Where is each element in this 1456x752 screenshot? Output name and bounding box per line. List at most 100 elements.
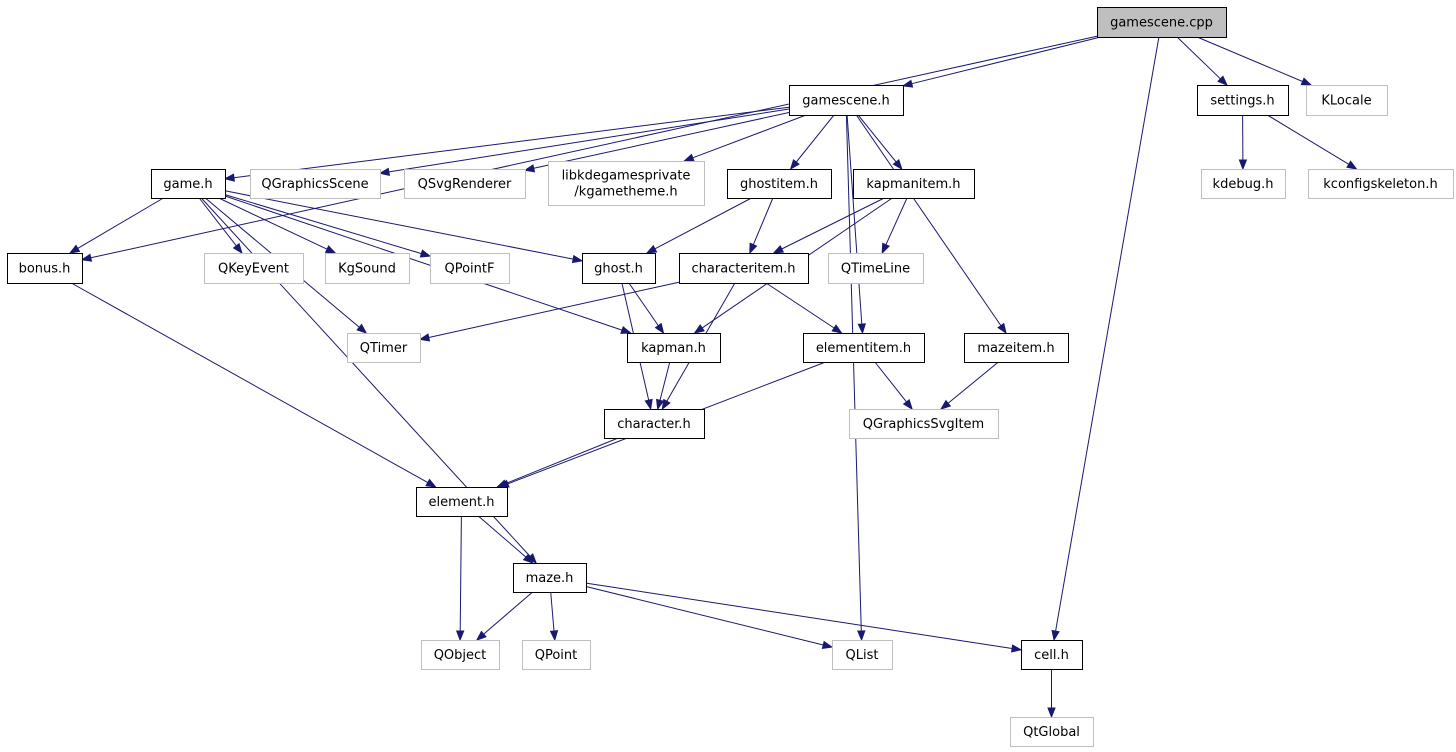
node-settings-h[interactable]: settings.h xyxy=(1197,85,1289,116)
node-qpoint[interactable]: QPoint xyxy=(522,640,591,670)
edge-kapman_h-to-character_h xyxy=(656,361,671,411)
node-character-h[interactable]: character.h xyxy=(604,409,705,439)
svg-text:QGraphicsSvgItem: QGraphicsSvgItem xyxy=(863,417,984,432)
node-qkeyevent[interactable]: QKeyEvent xyxy=(204,253,304,284)
svg-text:settings.h: settings.h xyxy=(1210,94,1274,109)
node-characteritem-h[interactable]: characteritem.h xyxy=(679,253,809,284)
node-qpointf[interactable]: QPointF xyxy=(430,253,510,284)
edge-ghostitem_h-to-ghost_h xyxy=(645,197,752,254)
edge-bonus_h-to-element_h xyxy=(71,282,437,488)
edge-game_h-to-ghost_h xyxy=(224,190,584,264)
svg-text:ghostitem.h: ghostitem.h xyxy=(740,177,818,192)
svg-text:QSvgRenderer: QSvgRenderer xyxy=(418,177,512,192)
node-klocale[interactable]: KLocale xyxy=(1306,85,1388,116)
edge-layer xyxy=(68,35,1358,719)
node-qtimer[interactable]: QTimer xyxy=(347,333,421,363)
node-ghostitem-h[interactable]: ghostitem.h xyxy=(727,169,832,199)
node-kapmanitem-h[interactable]: kapmanitem.h xyxy=(853,169,975,199)
edge-element_h-to-maze_h xyxy=(477,515,534,564)
node-kdebug-h[interactable]: kdebug.h xyxy=(1201,169,1286,199)
edge-game_h-to-kapman_h xyxy=(224,195,632,334)
node-kconfigskeleton-h[interactable]: kconfigskeleton.h xyxy=(1308,169,1454,199)
svg-text:QGraphicsScene: QGraphicsScene xyxy=(261,177,368,192)
node-qsvgrenderer[interactable]: QSvgRenderer xyxy=(404,169,526,199)
edge-gamescene_cpp-to-bonus_h xyxy=(80,35,1098,262)
edge-gamescene_cpp-to-cell_h xyxy=(1051,36,1160,642)
edge-gamescene_h-to-kapmanitem_h xyxy=(857,114,903,171)
node-kgsound[interactable]: KgSound xyxy=(325,253,410,284)
svg-text:libkdegamesprivate/kgametheme.: libkdegamesprivate/kgametheme.h xyxy=(562,169,691,200)
svg-text:kdebug.h: kdebug.h xyxy=(1213,177,1274,192)
edge-game_h-to-qkeyevent xyxy=(198,197,243,255)
svg-text:maze.h: maze.h xyxy=(526,571,574,586)
edge-elementitem_h-to-qgraphicssvgitem xyxy=(874,361,913,411)
edge-gamescene_h-to-ghostitem_h xyxy=(789,114,835,171)
svg-text:character.h: character.h xyxy=(617,417,690,432)
node-qgraphicsscene[interactable]: QGraphicsScene xyxy=(250,169,381,199)
node-mazeitem-h[interactable]: mazeitem.h xyxy=(964,333,1069,363)
node-ghost-h[interactable]: ghost.h xyxy=(582,253,656,284)
edge-characteritem_h-to-qtimer xyxy=(418,281,680,342)
edge-gamescene_h-to-mazeitem_h xyxy=(855,114,1007,335)
svg-text:game.h: game.h xyxy=(163,177,212,192)
node-qtglobal[interactable]: QtGlobal xyxy=(1010,717,1094,747)
node-qlist[interactable]: QList xyxy=(832,640,893,670)
svg-text:QtGlobal: QtGlobal xyxy=(1023,725,1080,740)
svg-text:QTimer: QTimer xyxy=(360,341,408,356)
svg-text:QTimeLine: QTimeLine xyxy=(841,262,910,277)
edge-settings_h-to-kconfigskeleton_h xyxy=(1267,114,1358,170)
node-elementitem-h[interactable]: elementitem.h xyxy=(803,333,925,363)
edge-game_h-to-bonus_h xyxy=(68,197,164,254)
edge-game_h-to-kgsound xyxy=(218,197,337,254)
edge-gamescene_h-to-qgraphicsscene xyxy=(378,108,790,176)
edge-element_h-to-qobject xyxy=(455,515,465,642)
svg-text:elementitem.h: elementitem.h xyxy=(816,341,911,356)
edge-maze_h-to-cell_h xyxy=(585,582,1023,653)
node-libkdegamesprivate-kgametheme-h[interactable]: libkdegamesprivate/kgametheme.h xyxy=(548,161,705,206)
node-gamescene-cpp[interactable]: gamescene.cpp xyxy=(1097,7,1227,38)
node-qgraphicssvgitem[interactable]: QGraphicsSvgItem xyxy=(849,409,999,439)
edge-maze_h-to-qlist xyxy=(585,586,834,649)
svg-text:kapman.h: kapman.h xyxy=(641,341,706,356)
node-game-h[interactable]: game.h xyxy=(151,169,226,199)
svg-text:gamescene.h: gamescene.h xyxy=(802,94,889,109)
svg-text:element.h: element.h xyxy=(429,495,495,510)
node-qobject[interactable]: QObject xyxy=(421,640,500,670)
edge-kapmanitem_h-to-characteritem_h xyxy=(772,197,885,254)
node-cell-h[interactable]: cell.h xyxy=(1021,640,1083,670)
svg-text:bonus.h: bonus.h xyxy=(19,262,71,277)
svg-text:KgSound: KgSound xyxy=(338,262,396,277)
edge-ghostitem_h-to-characteritem_h xyxy=(749,197,774,255)
edge-gamescene_h-to-qlist xyxy=(845,114,866,642)
svg-text:kconfigskeleton.h: kconfigskeleton.h xyxy=(1323,177,1437,192)
svg-text:KLocale: KLocale xyxy=(1321,94,1371,109)
edge-kapmanitem_h-to-qtimeline xyxy=(881,197,908,255)
edge-ghost_h-to-kapman_h xyxy=(628,282,665,335)
edge-gamescene_cpp-to-gamescene_h xyxy=(901,36,1101,88)
node-maze-h[interactable]: maze.h xyxy=(513,563,587,593)
svg-text:characteritem.h: characteritem.h xyxy=(692,262,796,277)
edge-gamescene_h-to-elementitem_h xyxy=(846,114,866,335)
edge-game_h-to-qpointf xyxy=(224,194,432,258)
node-element-h[interactable]: element.h xyxy=(416,487,508,517)
svg-text:QObject: QObject xyxy=(434,648,487,663)
edge-settings_h-to-kdebug_h xyxy=(1238,114,1248,171)
svg-text:gamescene.cpp: gamescene.cpp xyxy=(1110,16,1213,31)
edge-gamescene_h-to-game_h xyxy=(223,106,790,182)
node-qtimeline[interactable]: QTimeLine xyxy=(828,253,924,284)
svg-text:QPointF: QPointF xyxy=(445,262,495,277)
edge-character_h-to-element_h xyxy=(496,437,619,488)
svg-text:mazeitem.h: mazeitem.h xyxy=(977,341,1054,356)
edge-maze_h-to-qobject xyxy=(475,591,533,641)
node-layer: gamescene.cpp gamescene.h settings.h KLo… xyxy=(7,7,1454,747)
edge-mazeitem_h-to-qgraphicssvgitem xyxy=(940,361,999,410)
edge-gamescene_h-to-qsvgrenderer xyxy=(523,112,790,173)
node-kapman-h[interactable]: kapman.h xyxy=(627,333,721,363)
node-gamescene-h[interactable]: gamescene.h xyxy=(789,85,904,116)
node-bonus-h[interactable]: bonus.h xyxy=(7,253,83,284)
svg-text:QKeyEvent: QKeyEvent xyxy=(218,262,289,277)
edge-gamescene_cpp-to-klocale xyxy=(1196,36,1313,86)
svg-text:cell.h: cell.h xyxy=(1034,648,1069,663)
edge-gamescene_cpp-to-settings_h xyxy=(1176,36,1228,86)
